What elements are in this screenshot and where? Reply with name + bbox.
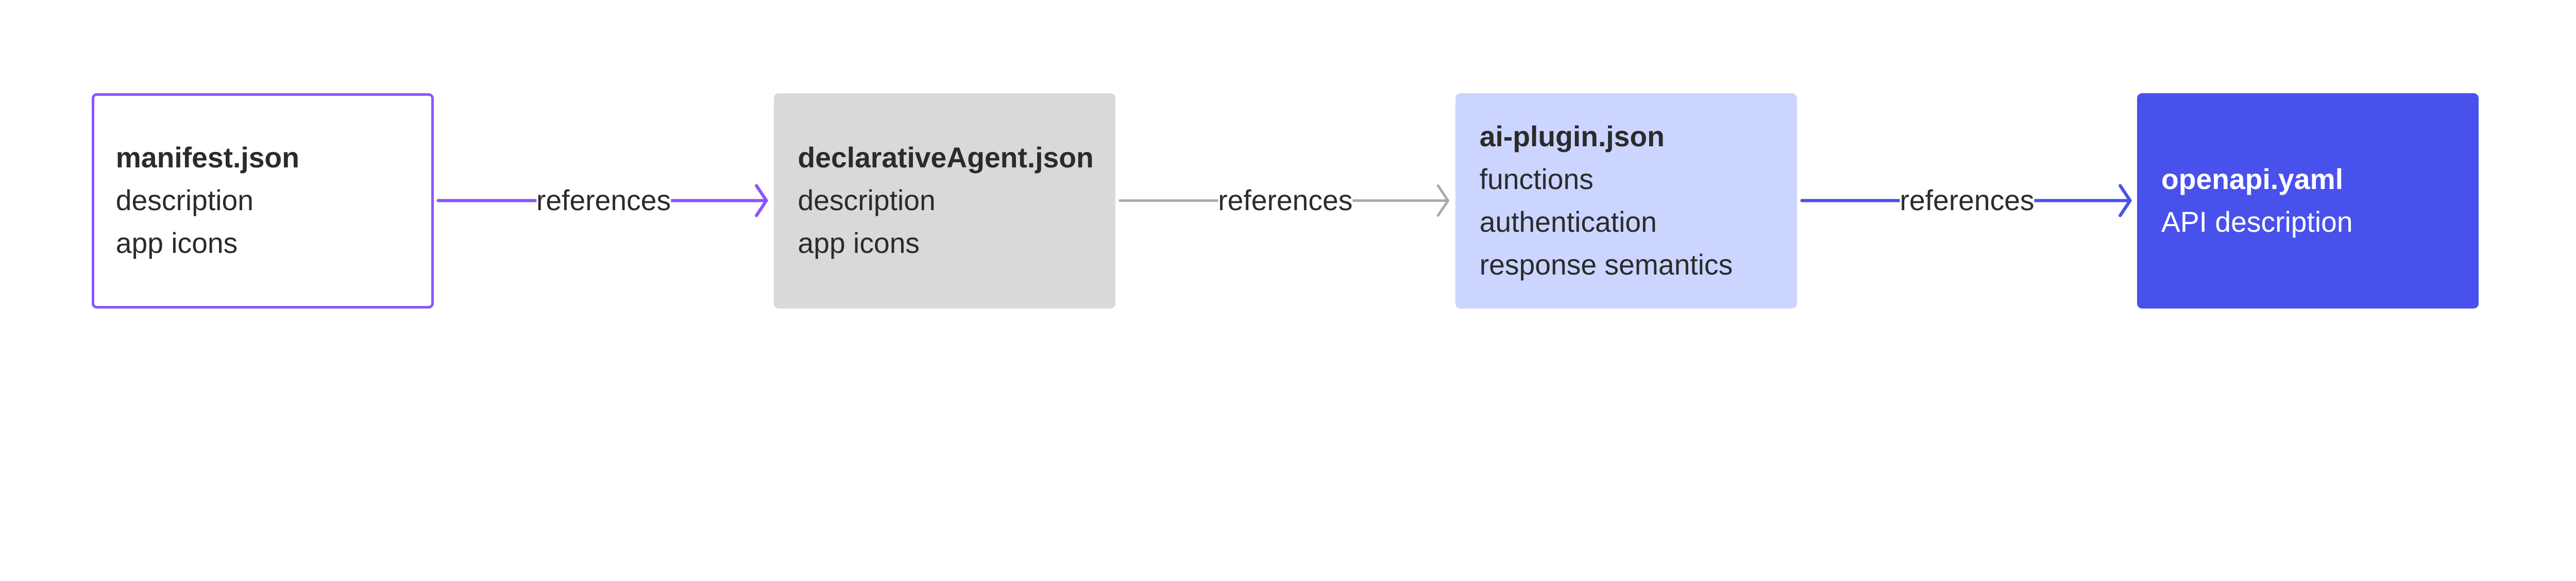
arrow-icon	[1800, 184, 2132, 217]
edge-ai-plugin-to-openapi: references	[1797, 179, 2137, 223]
edge-label: references	[1218, 179, 1353, 223]
node-title: openapi.yaml	[2161, 163, 2344, 195]
arrow-icon	[436, 184, 768, 217]
node-ai-plugin-json: ai-plugin.json functions authentication …	[1455, 93, 1798, 309]
edge-declarative-agent-to-ai-plugin: references	[1115, 179, 1455, 223]
node-title: manifest.json	[115, 142, 299, 174]
node-line: description	[115, 184, 253, 217]
node-line: API description	[2161, 206, 2353, 238]
edge-label: references	[1900, 179, 2035, 223]
node-line: description	[798, 184, 936, 217]
edge-label: references	[536, 179, 671, 223]
node-line: app icons	[115, 227, 238, 260]
node-openapi-yaml: openapi.yaml API description	[2137, 93, 2479, 309]
diagram: manifest.json description app icons refe…	[92, 93, 2479, 309]
node-line: authentication	[1479, 206, 1657, 238]
node-line: app icons	[798, 227, 920, 260]
node-title: ai-plugin.json	[1479, 120, 1665, 152]
node-title: declarativeAgent.json	[798, 142, 1094, 174]
arrow-icon	[1118, 184, 1450, 217]
node-declarative-agent-json: declarativeAgent.json description app ic…	[773, 93, 1115, 309]
node-line: response semantics	[1479, 248, 1733, 281]
node-line: functions	[1479, 163, 1594, 195]
edge-manifest-to-declarative-agent: references	[434, 179, 774, 223]
node-manifest-json: manifest.json description app icons	[92, 93, 434, 309]
